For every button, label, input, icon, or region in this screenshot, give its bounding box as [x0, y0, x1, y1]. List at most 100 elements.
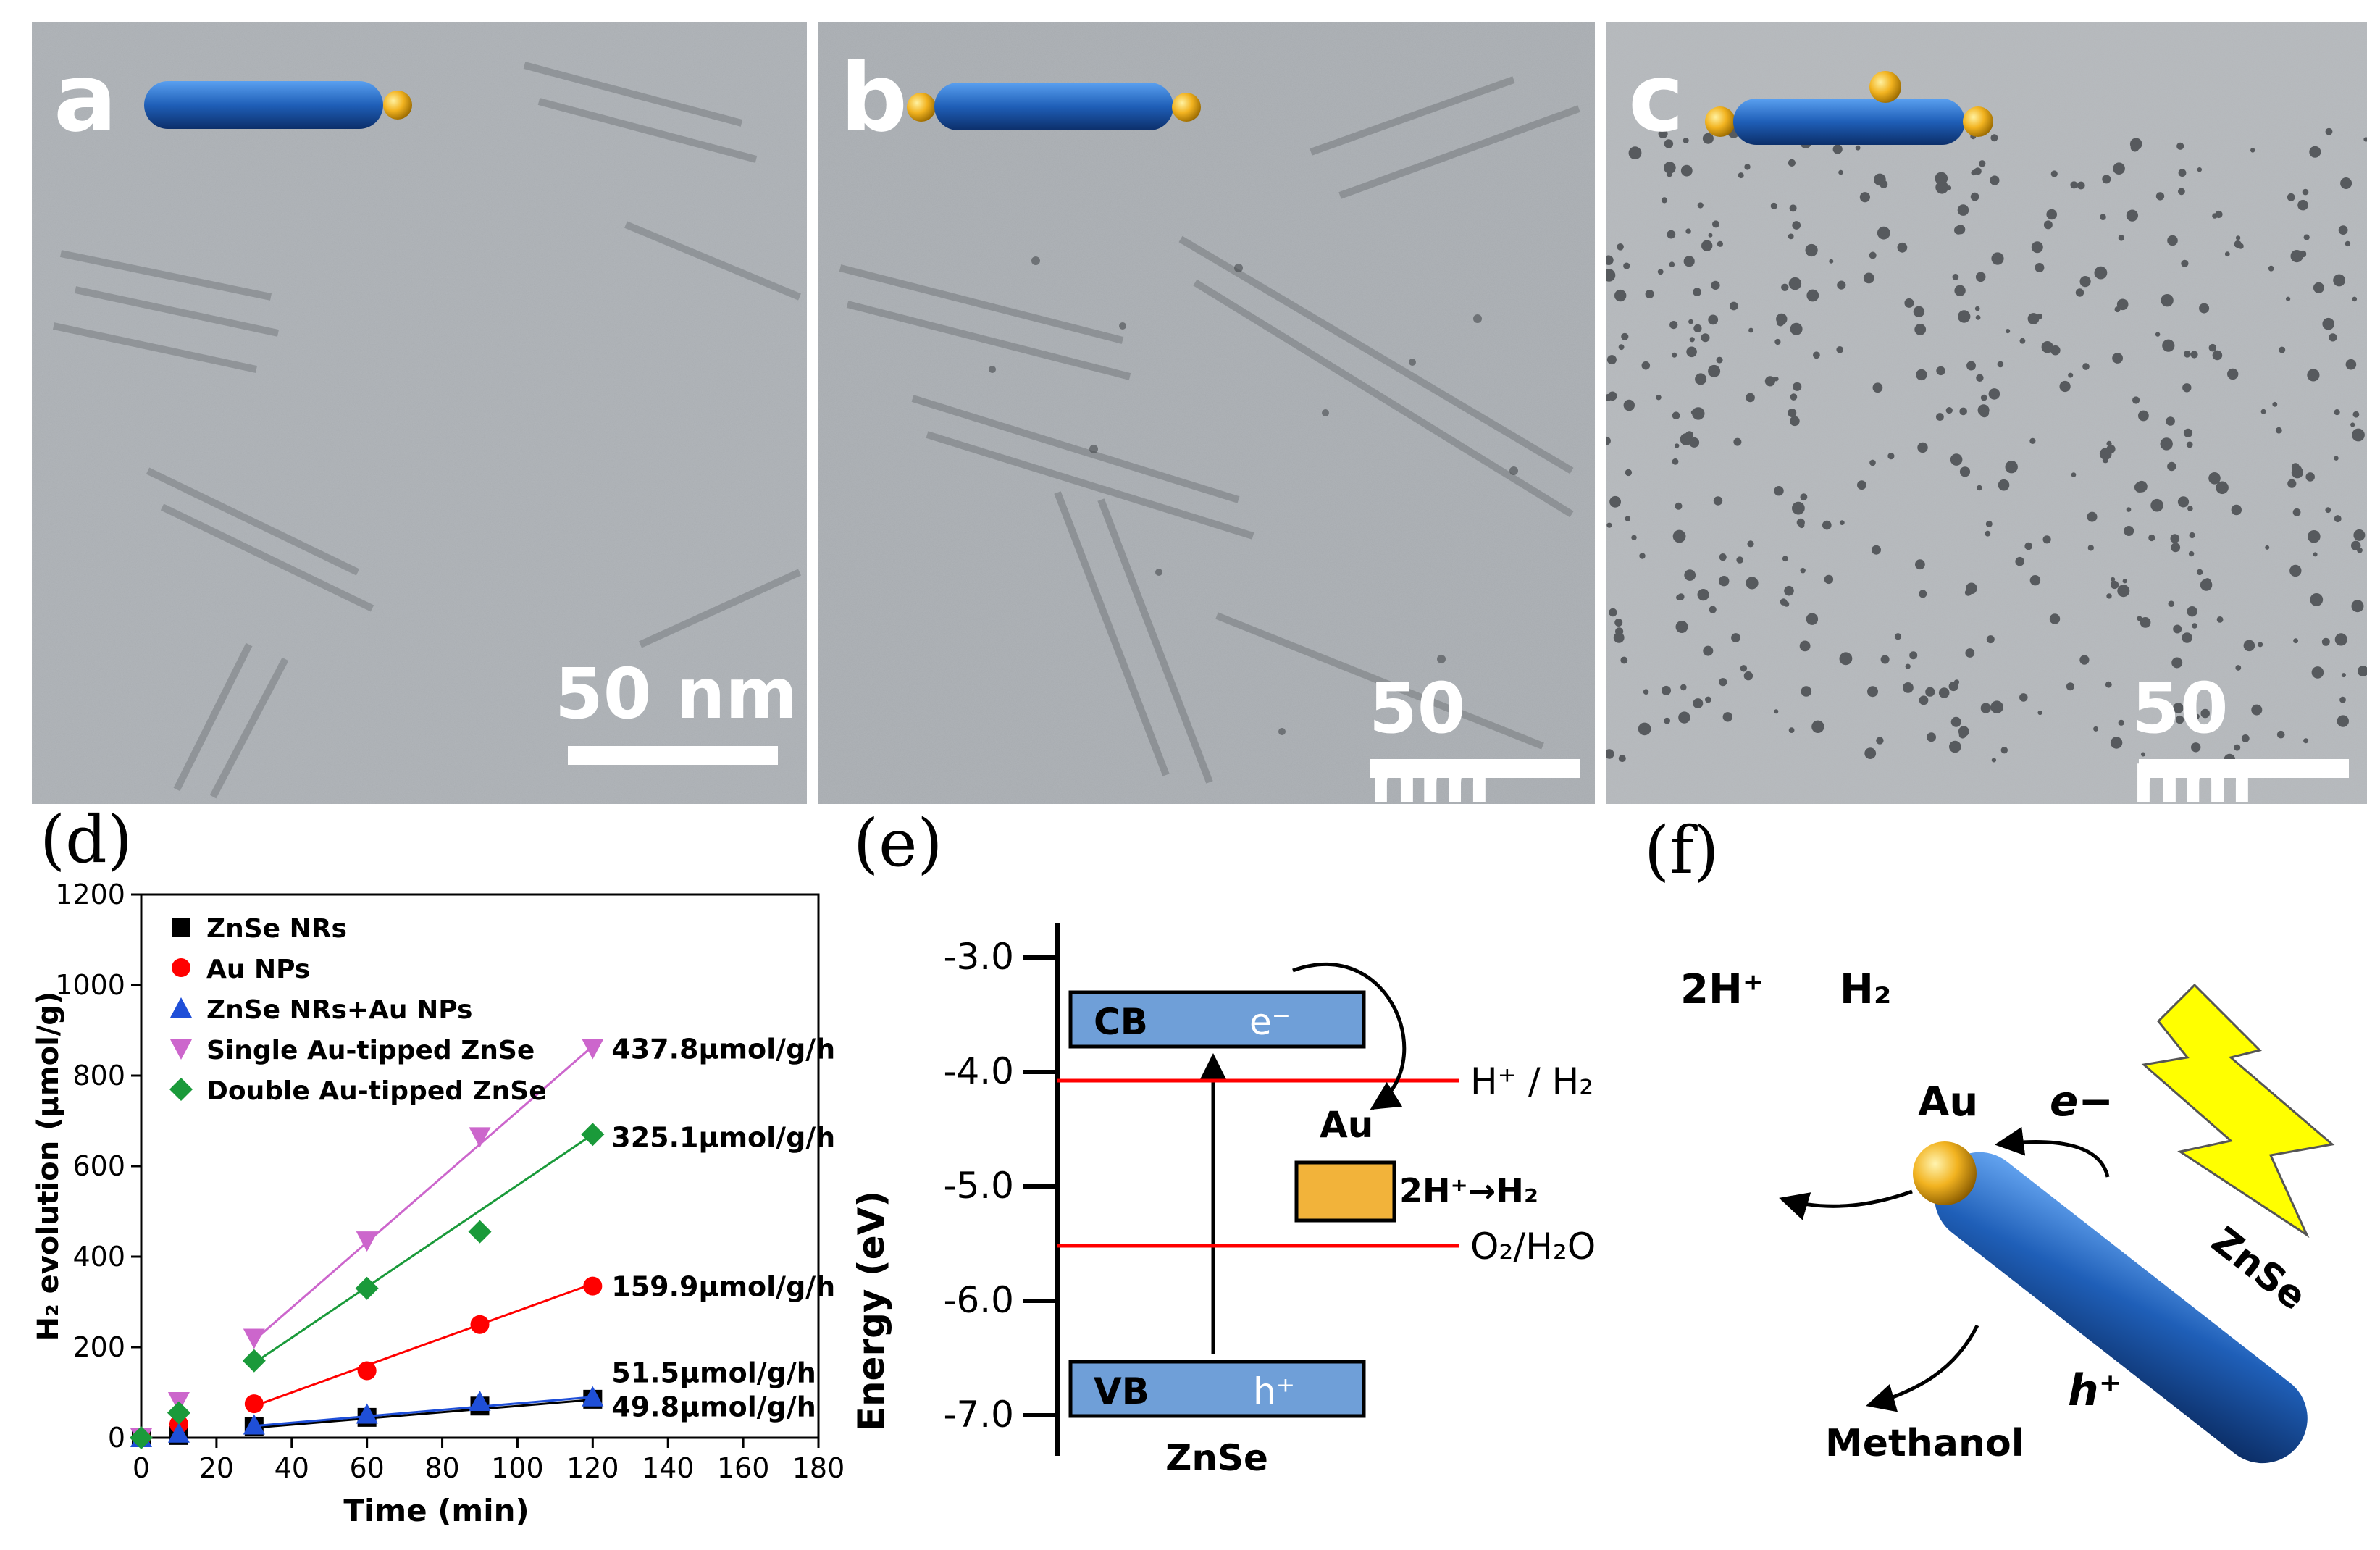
data-point — [470, 1315, 490, 1334]
legend-label: ZnSe NRs — [206, 914, 347, 944]
energy-axis-label: Energy (eV) — [850, 1191, 892, 1431]
tem-panel-b: b 50 nm — [818, 22, 1595, 804]
data-point — [469, 1391, 491, 1411]
fit-line — [253, 1283, 593, 1407]
data-point — [582, 1386, 604, 1407]
legend-label: Double Au-tipped ZnSe — [206, 1076, 547, 1106]
y-tick-label: 0 — [108, 1422, 125, 1454]
hole-label: h⁺ — [2068, 1365, 2121, 1416]
tick-label: -6.0 — [943, 1279, 1014, 1321]
data-point — [243, 1414, 265, 1435]
scale-label-b: 50 nm — [1369, 668, 1491, 804]
data-point — [355, 1276, 379, 1300]
scale-label-a: 50 nm — [555, 653, 798, 734]
tem-letter-c: c — [1628, 43, 1685, 153]
x-tick-label: 120 — [566, 1452, 619, 1484]
panel-label-f: (f) — [1644, 813, 1719, 889]
x-tick-label: 100 — [491, 1452, 544, 1484]
cb-electron: e⁻ — [1249, 1001, 1291, 1043]
x-axis-label: Time (min) — [343, 1493, 529, 1528]
rate-annotation: 325.1μmol/g/h — [611, 1121, 835, 1153]
rod-label: ZnSe — [2203, 1219, 2314, 1319]
reaction-label: 2H⁺→H₂ — [1399, 1171, 1538, 1210]
au-tip-label: Au — [1918, 1078, 1978, 1126]
x-tick-label: 180 — [792, 1452, 845, 1484]
hydrogen-label: H₂ — [1840, 966, 1891, 1013]
data-point — [356, 1403, 378, 1424]
data-point — [469, 1127, 491, 1148]
tick-label: -7.0 — [943, 1394, 1014, 1436]
scale-bar-b — [1370, 759, 1580, 778]
scale-bar-a — [568, 746, 778, 765]
panel-label-e: (e) — [853, 805, 943, 881]
panel-label-d: (d) — [40, 802, 133, 878]
nanorod-multi-decorated-icon — [1705, 71, 1993, 145]
data-point — [356, 1231, 378, 1252]
rate-annotation: 437.8μmol/g/h — [611, 1034, 835, 1065]
fit-line — [253, 1396, 593, 1428]
data-point — [468, 1220, 492, 1244]
znse-nanorod — [1934, 1152, 2308, 1464]
tem-image-c — [1606, 22, 2367, 804]
scale-label-c: 50 nm — [2132, 668, 2253, 804]
y-tick-label: 400 — [72, 1241, 125, 1273]
electron-flow-arrow — [1995, 1126, 2110, 1178]
nanorod-double-tip-icon — [907, 83, 1201, 130]
data-point — [582, 1039, 604, 1060]
tem-letter-b: b — [840, 43, 908, 153]
rate-annotation: 159.9μmol/g/h — [611, 1271, 835, 1303]
scale-bar-c — [2139, 759, 2349, 778]
legend-label: Single Au-tipped ZnSe — [206, 1036, 535, 1065]
tem-panel-a: a 50 nm — [32, 22, 807, 804]
legend-marker — [169, 1078, 193, 1101]
nanorod-single-tip-icon — [144, 81, 412, 129]
x-tick-label: 0 — [133, 1452, 150, 1484]
au-nanoparticle — [1913, 1141, 1977, 1205]
y-tick-label: 200 — [72, 1331, 125, 1363]
legend-label: ZnSe NRs+Au NPs — [206, 995, 472, 1025]
tem-image-a — [32, 22, 807, 804]
h2-release-arrow — [1779, 1189, 1913, 1220]
legend-marker — [172, 918, 190, 937]
data-point — [130, 1426, 153, 1449]
data-point — [167, 1422, 190, 1443]
x-tick-label: 140 — [642, 1452, 695, 1484]
x-tick-label: 60 — [349, 1452, 384, 1484]
material-label: ZnSe — [1165, 1437, 1268, 1479]
fit-line — [253, 1134, 594, 1365]
y-tick-label: 800 — [72, 1060, 125, 1092]
tem-letter-a: a — [54, 43, 117, 153]
y-tick-label: 1200 — [55, 879, 125, 910]
methanol-label: Methanol — [1825, 1422, 2024, 1465]
photocatalysis-schematic: 2H⁺ H₂ Au e− ZnSe h⁺ Methanol — [1680, 966, 2335, 1465]
vb-hole: h⁺ — [1253, 1370, 1295, 1412]
vb-label: VB — [1094, 1370, 1149, 1412]
energy-band-diagram: Energy (eV) -3.0 -4.0 -5.0 -6.0 -7.0 CB … — [850, 923, 1596, 1479]
hole-flow-arrow — [1866, 1324, 1979, 1412]
data-point — [357, 1361, 377, 1381]
x-tick-label: 160 — [717, 1452, 770, 1484]
au-label: Au — [1320, 1104, 1373, 1146]
data-point — [242, 1349, 266, 1373]
tick-label: -3.0 — [943, 936, 1014, 978]
cb-label: CB — [1094, 1001, 1148, 1043]
tem-panel-c: c 50 nm — [1606, 22, 2367, 804]
legend-label: Au NPs — [206, 955, 310, 984]
o-level-label: O₂/H₂O — [1470, 1226, 1596, 1268]
tick-label: -5.0 — [943, 1165, 1014, 1207]
legend-marker — [170, 1039, 192, 1060]
data-point — [244, 1394, 264, 1414]
y-axis-label: H₂ evolution (μmol/g) — [32, 992, 65, 1341]
y-tick-label: 600 — [72, 1150, 125, 1182]
valence-band — [1068, 1360, 1366, 1418]
fit-line — [253, 1399, 593, 1429]
light-bolt-icon — [2141, 983, 2335, 1239]
x-tick-label: 80 — [424, 1452, 459, 1484]
data-point — [243, 1328, 265, 1349]
rate-annotation: 51.5μmol/g/h — [611, 1357, 816, 1388]
data-point — [583, 1276, 603, 1296]
proton-label: 2H⁺ — [1680, 966, 1764, 1013]
fit-line — [253, 1045, 594, 1341]
rate-annotation: 49.8μmol/g/h — [611, 1391, 816, 1423]
electron-transfer-arrow — [1292, 962, 1407, 1110]
